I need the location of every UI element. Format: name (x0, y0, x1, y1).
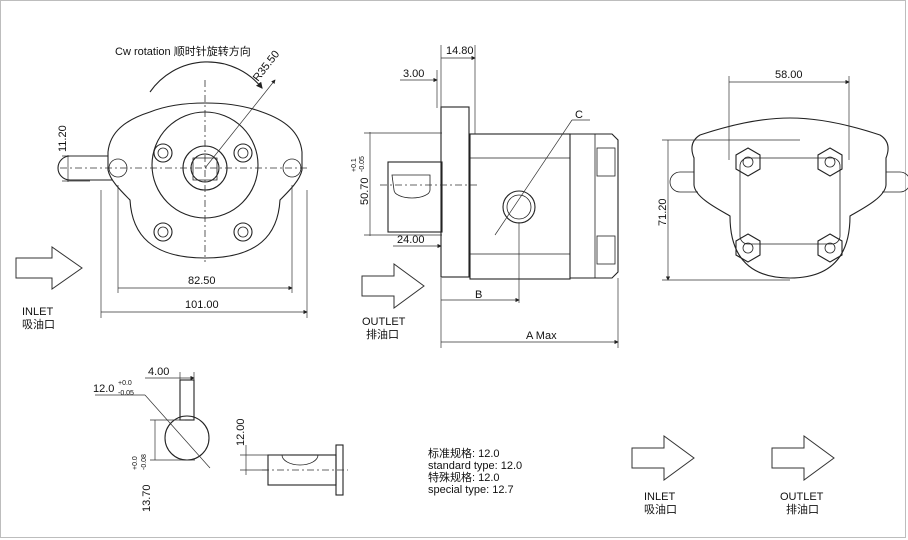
legend-outlet: OUTLET 排油口 (771, 435, 835, 516)
dim-12-0: 12.0 (93, 383, 114, 395)
dim-82-50: 82.50 (188, 275, 216, 287)
front-body-outline (107, 102, 303, 259)
shaft-end-view: 4.00 12.0 +0.0 -0.05 13.70 +0.0 -0.08 (93, 366, 211, 512)
spec-block: 标准规格: 12.0 standard type: 12.0 特殊规格: 12.… (428, 446, 522, 496)
spec-line-3: 特殊规格: 12.0 (428, 470, 500, 484)
label-amax: A Max (526, 330, 557, 342)
inlet-left-en: INLET (22, 306, 53, 318)
shaft-end-circle (164, 415, 210, 461)
dim-13-70-tol-dn: -0.08 (141, 454, 148, 470)
dim-4-00: 4.00 (148, 366, 169, 378)
dim-14-80: 14.80 (446, 45, 474, 57)
inlet-arrow-left: INLET 吸油口 (15, 246, 83, 331)
legend-outlet-zh: 排油口 (786, 502, 819, 516)
dim-101-00: 101.00 (185, 299, 219, 311)
rear-plate (739, 157, 841, 245)
dim-50-70-tol-up: +0.1 (351, 158, 358, 172)
spec-line-2: standard type: 12.0 (428, 460, 522, 472)
dim-11-20: 11.20 (57, 125, 69, 152)
radius-label: R35.50 (251, 48, 282, 83)
rear-nuts (735, 147, 843, 263)
dim-3-00: 3.00 (403, 68, 424, 80)
dim-71-20: 71.20 (657, 198, 669, 226)
legend-outlet-en: OUTLET (780, 491, 824, 503)
dim-12-00: 12.00 (235, 418, 247, 446)
dim-58-00: 58.00 (775, 69, 803, 81)
side-port-circle (502, 190, 536, 224)
spec-line-4: special type: 12.7 (428, 484, 514, 496)
rear-view: 58.00 71.20 (657, 69, 908, 281)
side-view: C 14.80 3.00 50.70 +0.1 -0.05 24.00 B A … (351, 45, 619, 348)
legend-inlet-zh: 吸油口 (644, 502, 677, 516)
legend-inlet-en: INLET (644, 491, 675, 503)
outlet-arrow-side: OUTLET 排油口 (361, 263, 425, 341)
outlet-side-zh: 排油口 (366, 327, 399, 341)
shaft-key (179, 379, 195, 421)
dim-24-00: 24.00 (397, 234, 425, 246)
front-bolt-holes (153, 143, 253, 242)
rear-body-outline (691, 117, 889, 279)
dim-50-70-tol-dn: -0.05 (359, 156, 366, 172)
side-pump-body (469, 133, 571, 280)
dim-13-70-tol-up: +0.0 (132, 456, 139, 470)
side-rear-cover (570, 133, 619, 279)
side-shaft (387, 161, 443, 233)
spec-line-1: 标准规格: 12.0 (428, 446, 500, 460)
side-flange-plate (440, 106, 470, 278)
dim-12-0-tol-dn: -0.05 (118, 390, 134, 397)
inlet-left-zh: 吸油口 (22, 317, 55, 331)
legend-inlet: INLET 吸油口 (631, 435, 695, 516)
shaft-side-view: 12.00 (235, 418, 348, 496)
outlet-side-en: OUTLET (362, 316, 406, 328)
dim-12-0-tol-up: +0.0 (118, 380, 132, 387)
label-b: B (475, 289, 482, 301)
dim-13-70: 13.70 (141, 484, 153, 512)
dim-50-70: 50.70 (359, 177, 371, 205)
label-c: C (575, 109, 583, 121)
rotation-arrow (149, 61, 263, 93)
rotation-label: Cw rotation 顺时针旋转方向 (115, 44, 251, 58)
front-view: Cw rotation 顺时针旋转方向 R35.50 11.20 (57, 44, 310, 318)
